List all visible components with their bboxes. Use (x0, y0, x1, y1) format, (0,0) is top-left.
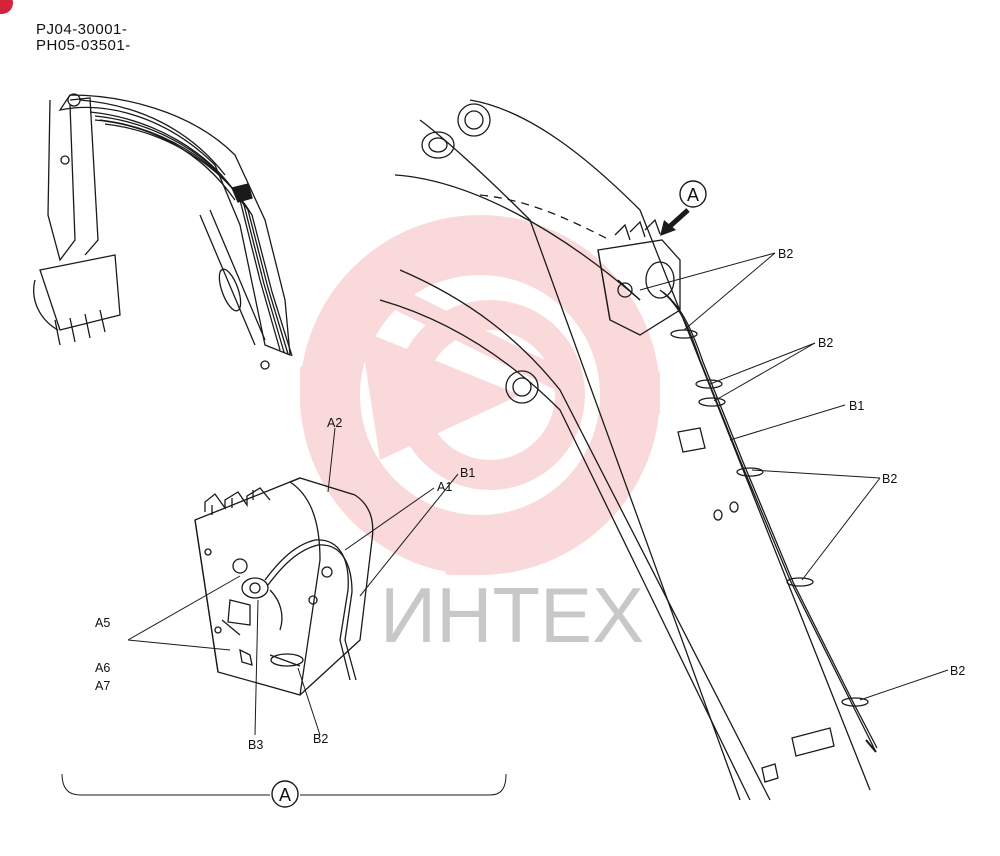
callout-b1-detail: B1 (460, 466, 475, 480)
watermark-text: ИНТЕХ (380, 571, 644, 659)
callout-b2-top: B2 (778, 247, 793, 261)
callout-b1-main: B1 (849, 399, 864, 413)
leader-lines (61, 252, 949, 796)
callout-b2-upper: B2 (818, 336, 833, 350)
callout-a1: A1 (437, 480, 452, 494)
svg-text:A: A (687, 185, 699, 205)
view-a-marker-main: A (660, 180, 707, 236)
callout-a2: A2 (327, 416, 342, 430)
serial-range-1: PJ04-30001- (36, 21, 128, 38)
callout-b2-low: B2 (950, 664, 965, 678)
excavator-overview-illustration (33, 93, 293, 370)
callout-b2-mid: B2 (882, 472, 897, 486)
serial-range-2: PH05-03501- (36, 37, 131, 54)
callout-labels: A2 A1 B1 A5 A6 A7 B3 B2 B2 B2 B1 B2 B2 (95, 247, 965, 752)
view-a-marker-detail: A (271, 780, 299, 808)
watermark-logo (300, 215, 660, 575)
callout-a5: A5 (95, 616, 110, 630)
callout-b3: B3 (248, 738, 263, 752)
callout-b2-detail: B2 (313, 732, 328, 746)
callout-a7: A7 (95, 679, 110, 693)
detail-a-illustration (194, 477, 374, 696)
callout-a6: A6 (95, 661, 110, 675)
svg-text:A: A (279, 785, 291, 805)
corner-badge (0, 0, 13, 14)
boom-main-illustration (379, 99, 878, 801)
